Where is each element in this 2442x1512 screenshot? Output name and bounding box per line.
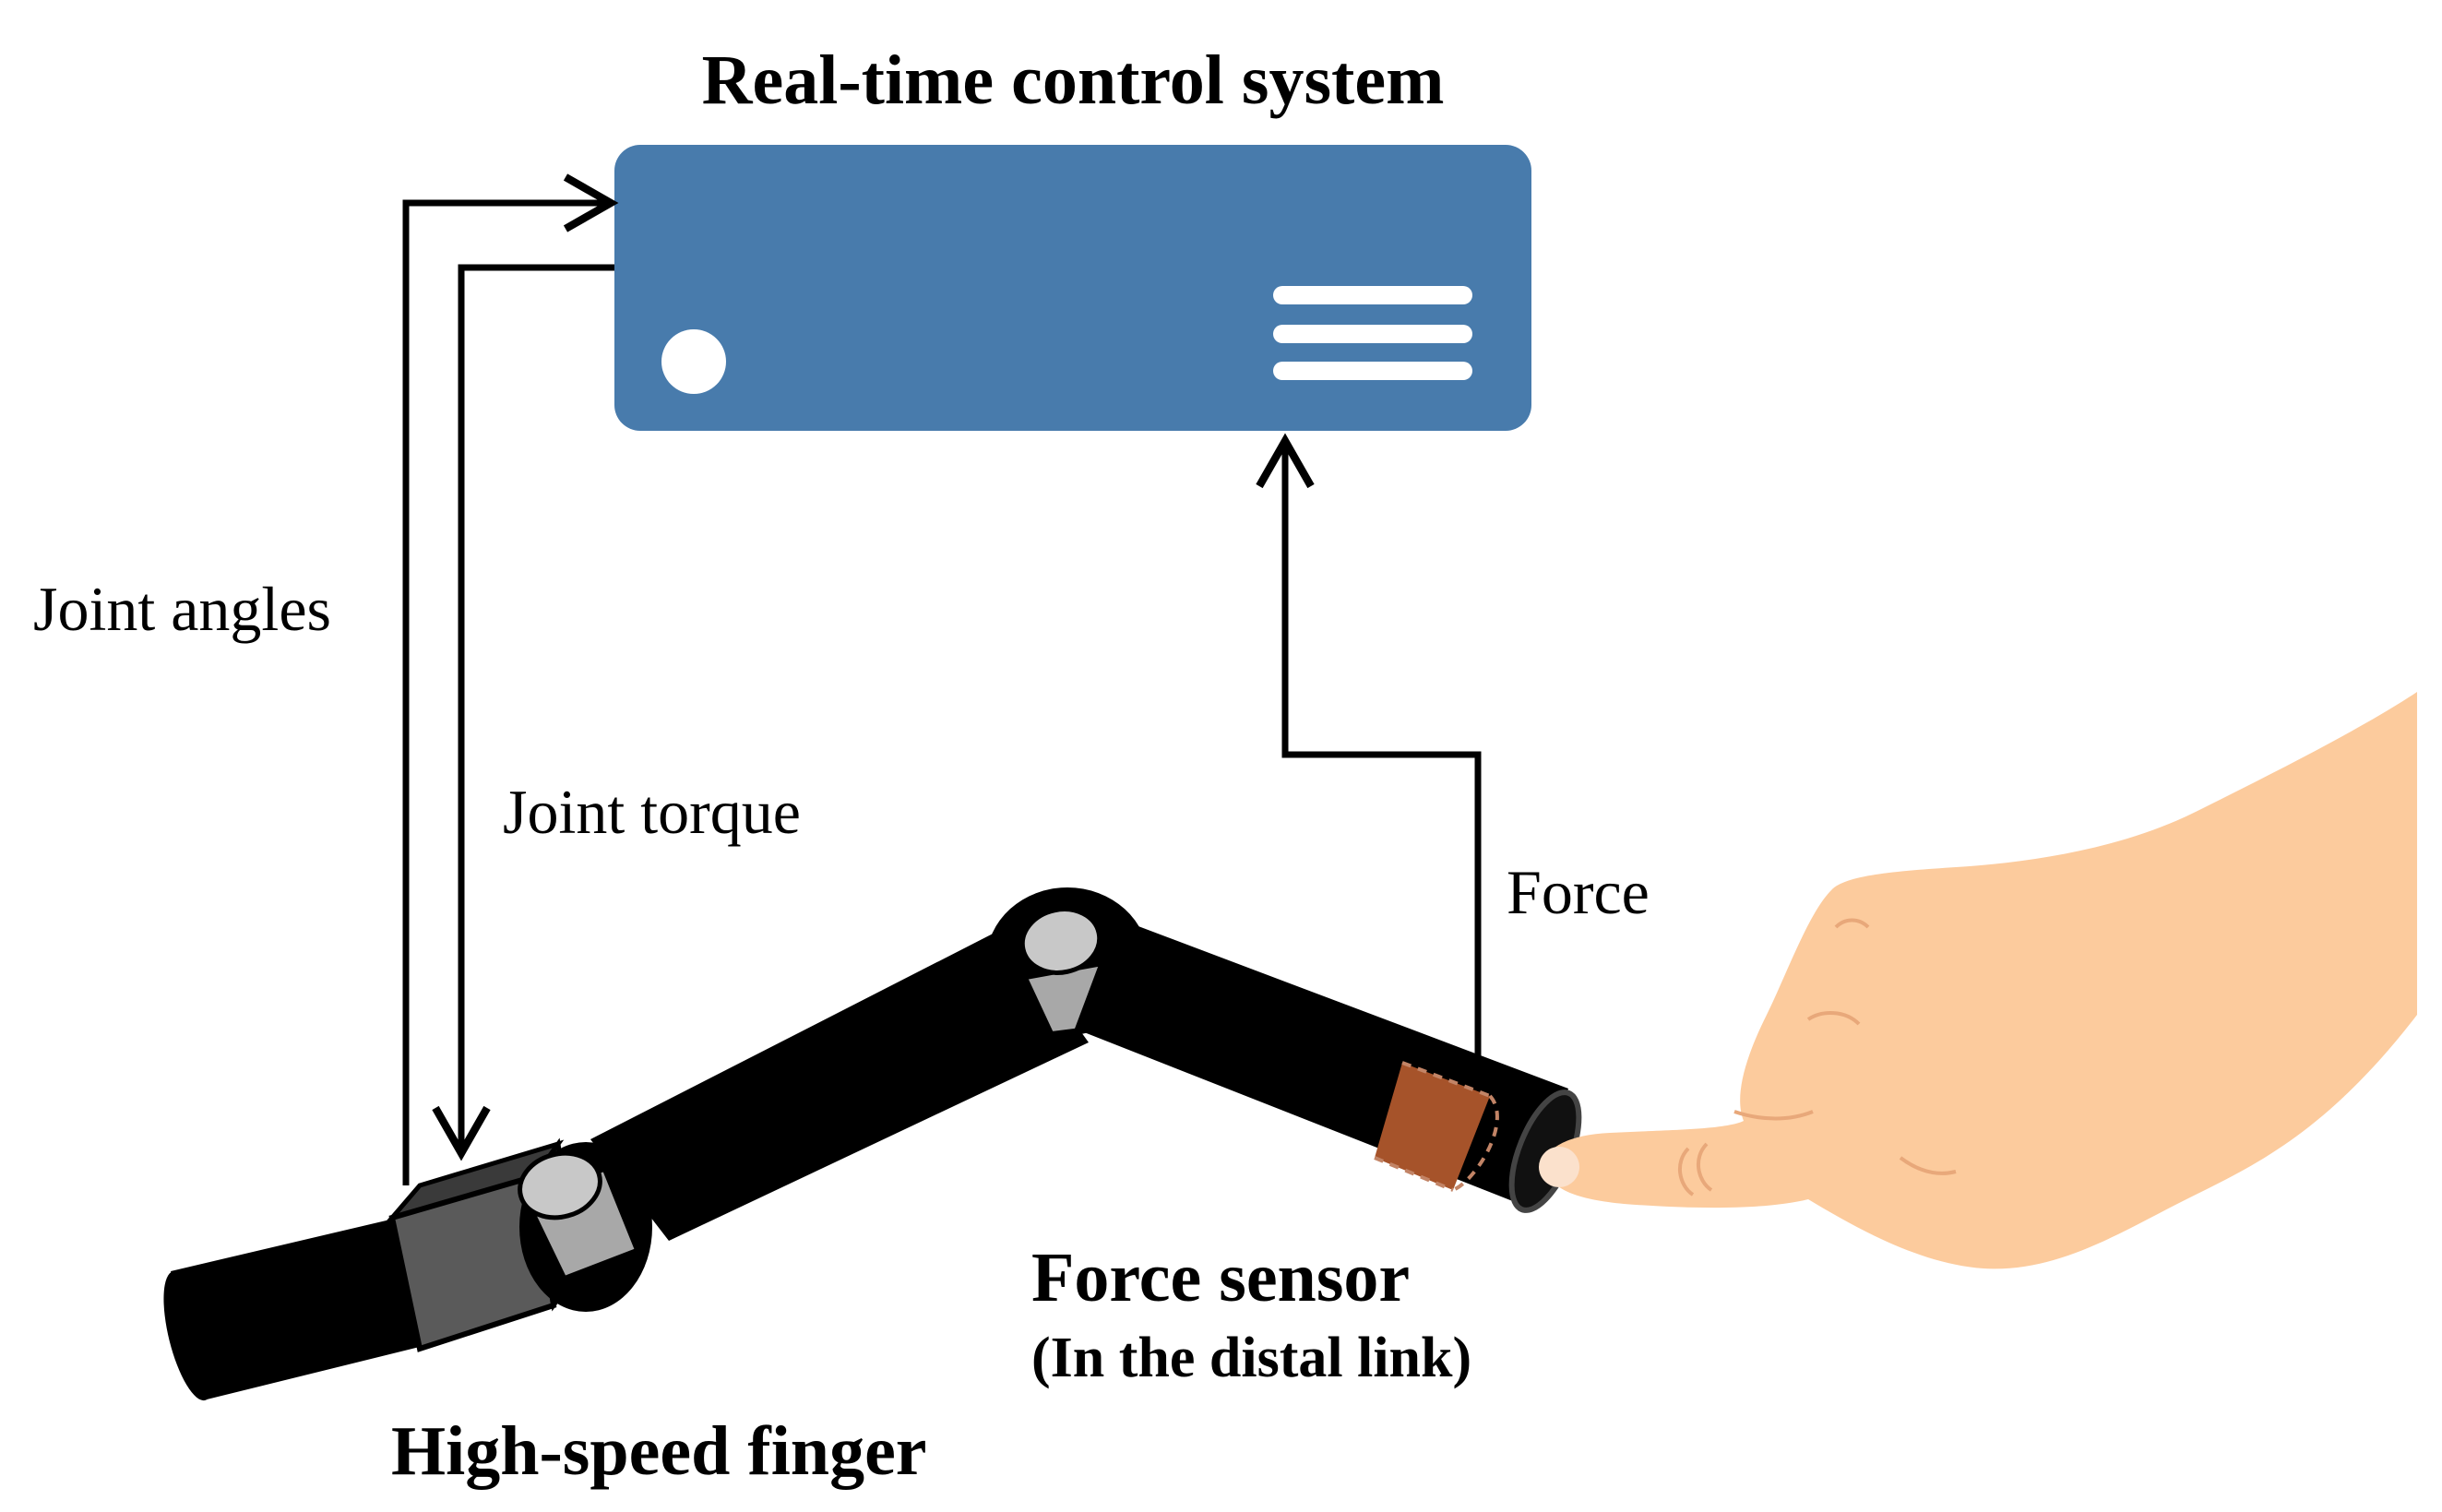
base-link	[171, 1216, 438, 1400]
finger-label: High-speed finger	[391, 1412, 927, 1490]
control-box-icon	[614, 145, 1531, 431]
base-joint	[518, 1142, 652, 1312]
proximal-link	[590, 927, 1089, 1241]
high-speed-finger	[163, 887, 1582, 1401]
joint-torque-label: Joint torque	[503, 777, 801, 847]
force-label: Force	[1507, 857, 1650, 927]
pointing-hand-icon	[1539, 692, 2417, 1269]
force-sensor-label: Force sensor	[1031, 1239, 1410, 1316]
distal-link	[1075, 918, 1568, 1207]
joint-torque-arrow	[432, 264, 614, 1161]
force-sensor	[1374, 1061, 1499, 1192]
joint-angles-arrow	[402, 173, 619, 1185]
force-sensor-note: (In the distal link)	[1031, 1327, 1471, 1389]
force-arrow	[1256, 433, 1482, 1075]
joint-angles-label: Joint angles	[33, 574, 331, 644]
controller-title: Real-time control system	[702, 42, 1445, 119]
